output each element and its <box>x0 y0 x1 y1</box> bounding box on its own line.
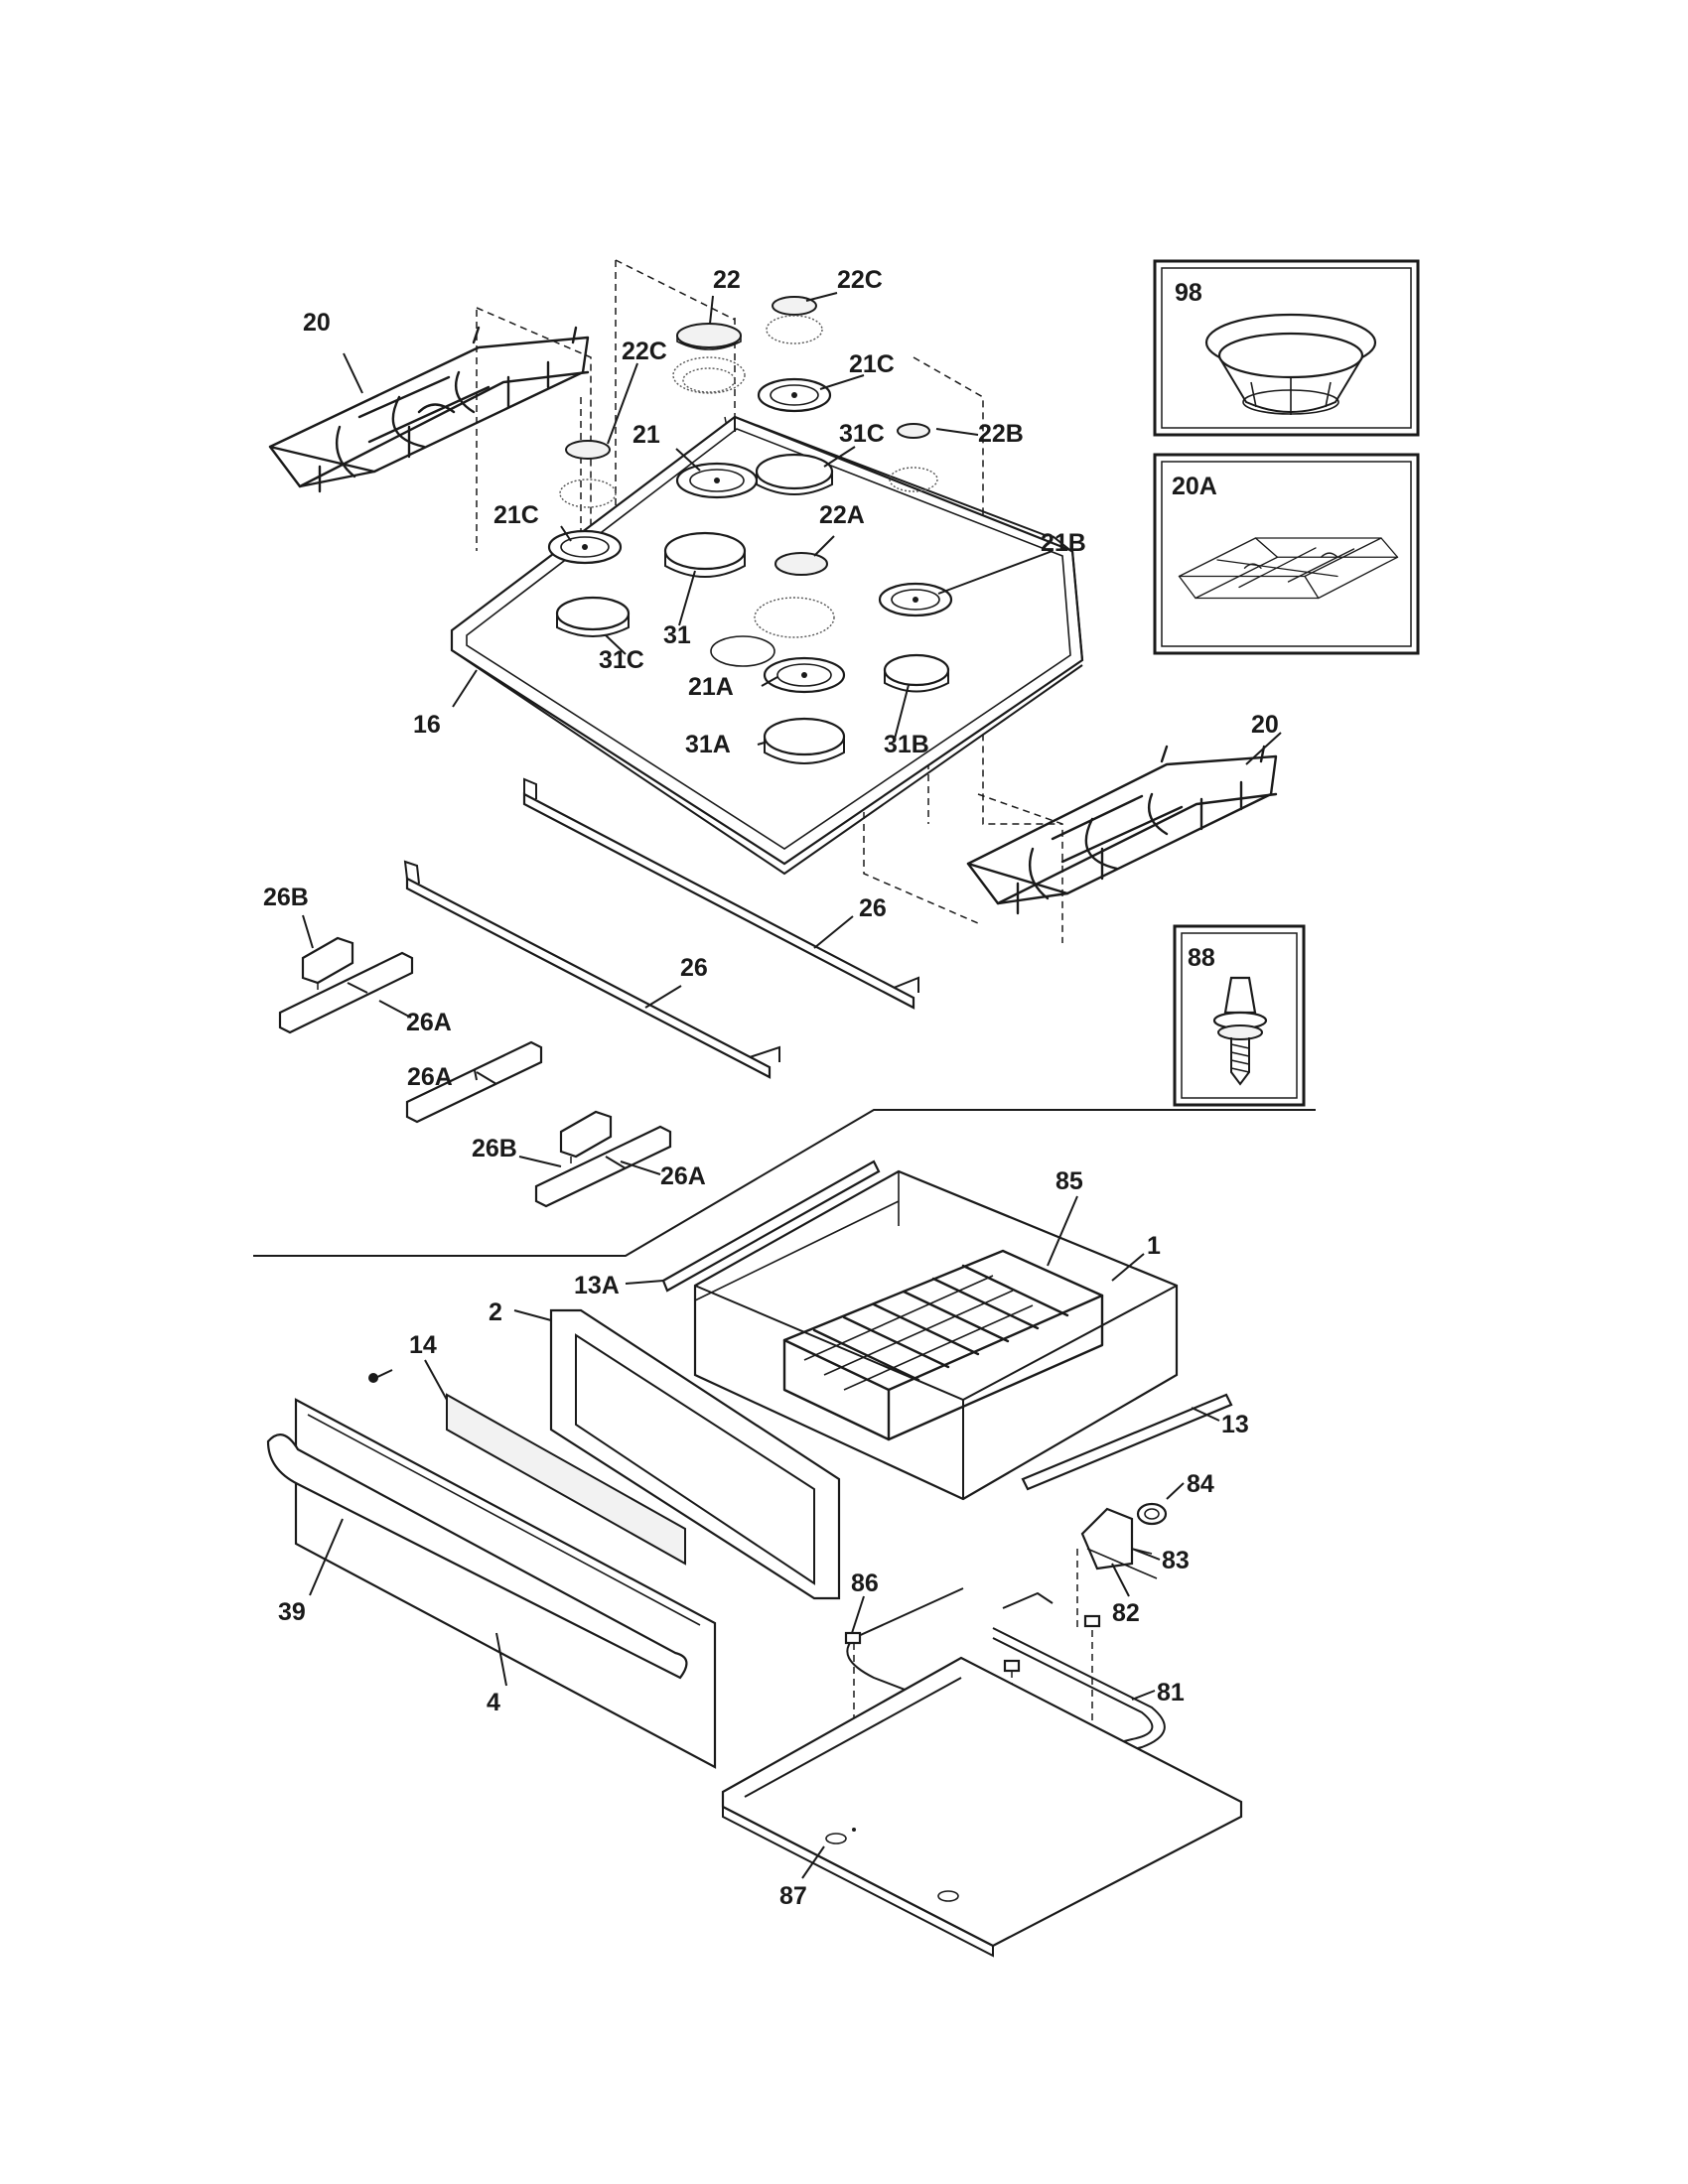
cap-22-part <box>672 323 746 394</box>
callout-labels: 20 20 22 22C 22C 21C 21C 21 31C 22B 22A … <box>263 266 1279 1910</box>
cap-22A-part <box>754 552 835 638</box>
switch-84-part <box>1136 1502 1168 1526</box>
callout-26B-lower: 26B <box>472 1135 517 1162</box>
burner-21C-top-part <box>757 377 832 413</box>
callout-22A: 22A <box>819 501 865 529</box>
grate-left-part <box>268 326 590 493</box>
callout-31A: 31A <box>685 731 731 758</box>
section-divider <box>253 1109 1316 1257</box>
callout-86: 86 <box>851 1570 879 1597</box>
callout-16: 16 <box>413 711 441 739</box>
frame-2-part <box>549 1308 841 1600</box>
burner-ring-part <box>1204 313 1377 415</box>
rail-13-part <box>1021 1393 1233 1491</box>
panel-14-part <box>446 1393 686 1566</box>
ring-31C-top-part <box>755 453 834 495</box>
callout-26A-upper: 26A <box>406 1009 452 1036</box>
cap-22B-part <box>889 423 938 492</box>
callout-22B: 22B <box>978 420 1024 448</box>
bracket-26A-a-part <box>278 951 414 1034</box>
callout-85: 85 <box>1055 1167 1083 1195</box>
leader-lines <box>302 292 1282 1879</box>
burner-21-part <box>675 462 759 499</box>
inset-label-20A: 20A <box>1172 473 1217 500</box>
callout-26A-middle: 26A <box>407 1063 453 1091</box>
callout-31: 31 <box>663 621 691 649</box>
callout-21B: 21B <box>1041 529 1086 557</box>
inset-20A: 20A <box>1153 453 1420 655</box>
hole-part <box>710 635 775 667</box>
callout-21C-left: 21C <box>493 501 539 529</box>
callout-39: 39 <box>278 1598 306 1626</box>
callout-82: 82 <box>1112 1599 1140 1627</box>
bracket-26A-c-part <box>534 1125 672 1208</box>
grate-small-part <box>1178 537 1399 600</box>
callout-26B-upper: 26B <box>263 884 309 911</box>
callout-14: 14 <box>409 1331 437 1359</box>
callout-2: 2 <box>489 1298 502 1326</box>
ring-31-part <box>663 531 747 578</box>
callout-20-left: 20 <box>303 309 331 337</box>
rail-26-lower-part <box>403 860 780 1079</box>
rack-85-part <box>782 1249 1104 1441</box>
callout-13: 13 <box>1221 1411 1249 1438</box>
leveling-leg-part <box>1212 976 1268 1086</box>
callout-22C-top: 22C <box>837 266 883 294</box>
callout-26A-lower: 26A <box>660 1162 706 1190</box>
inset-label-88: 88 <box>1188 944 1215 972</box>
ring-31A-part <box>763 717 846 764</box>
ring-31C-bottom-part <box>555 596 631 637</box>
callout-22C-left: 22C <box>622 338 667 365</box>
callout-31B: 31B <box>884 731 929 758</box>
callout-21C-top: 21C <box>849 350 895 378</box>
bracket-82-83-part <box>1076 1507 1158 1628</box>
rail-13A-part <box>661 1160 881 1293</box>
callout-20-right: 20 <box>1251 711 1279 739</box>
callout-83: 83 <box>1162 1547 1190 1574</box>
callout-22: 22 <box>713 266 741 294</box>
inset-88: 88 <box>1173 924 1306 1107</box>
callout-31C-bottom: 31C <box>599 646 644 674</box>
callout-13A: 13A <box>574 1272 620 1299</box>
callout-84: 84 <box>1187 1470 1214 1498</box>
burner-21B-part <box>878 582 953 617</box>
callout-21A: 21A <box>688 673 734 701</box>
burner-21A-part <box>763 656 846 694</box>
callout-81: 81 <box>1157 1679 1185 1706</box>
rail-26-upper-part <box>522 777 919 1010</box>
cap-22C-left-part <box>559 440 617 508</box>
ring-31B-part <box>883 653 950 693</box>
cooktop-16-part <box>450 415 1084 876</box>
bracket-26A-b-part <box>405 1040 543 1124</box>
handle-39-part <box>266 1433 688 1680</box>
callout-21: 21 <box>633 421 660 449</box>
cap-22C-top-part <box>766 296 823 344</box>
grate-right-part <box>966 745 1278 915</box>
burner-21C-left-part <box>547 529 623 565</box>
callout-4: 4 <box>487 1689 500 1716</box>
callout-26-upper: 26 <box>859 894 887 922</box>
inset-label-98: 98 <box>1175 279 1202 307</box>
callout-1: 1 <box>1147 1232 1161 1260</box>
callout-31C-top: 31C <box>839 420 885 448</box>
base-tray-87-part <box>721 1656 1243 1958</box>
callout-87: 87 <box>779 1882 807 1910</box>
inset-98: 98 <box>1153 259 1420 437</box>
callout-26-lower: 26 <box>680 954 708 982</box>
